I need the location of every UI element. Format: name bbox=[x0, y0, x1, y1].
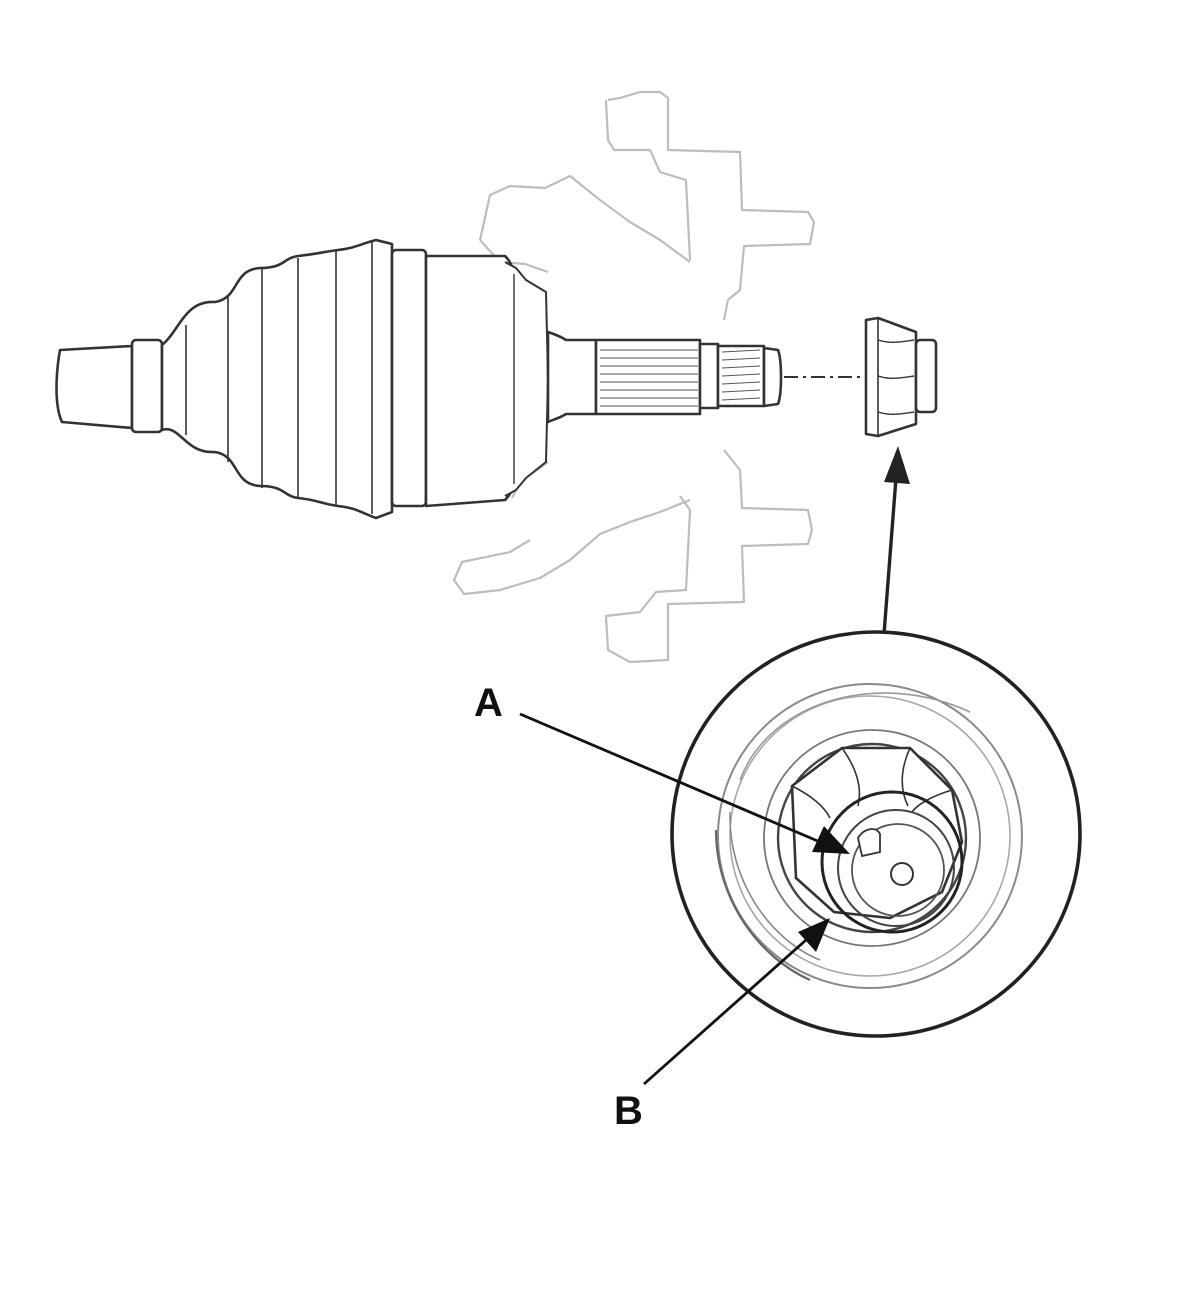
callout-label-a: A bbox=[474, 681, 503, 725]
callout-a: A bbox=[474, 681, 850, 854]
detail-arrow bbox=[882, 446, 910, 635]
driveshaft bbox=[55, 238, 783, 520]
callout-b: B bbox=[614, 918, 830, 1133]
detail-view-circle bbox=[670, 630, 1082, 1038]
spindle-nut-side-view bbox=[864, 316, 938, 438]
knuckle-outline bbox=[452, 90, 816, 664]
callout-label-b: B bbox=[614, 1089, 643, 1133]
